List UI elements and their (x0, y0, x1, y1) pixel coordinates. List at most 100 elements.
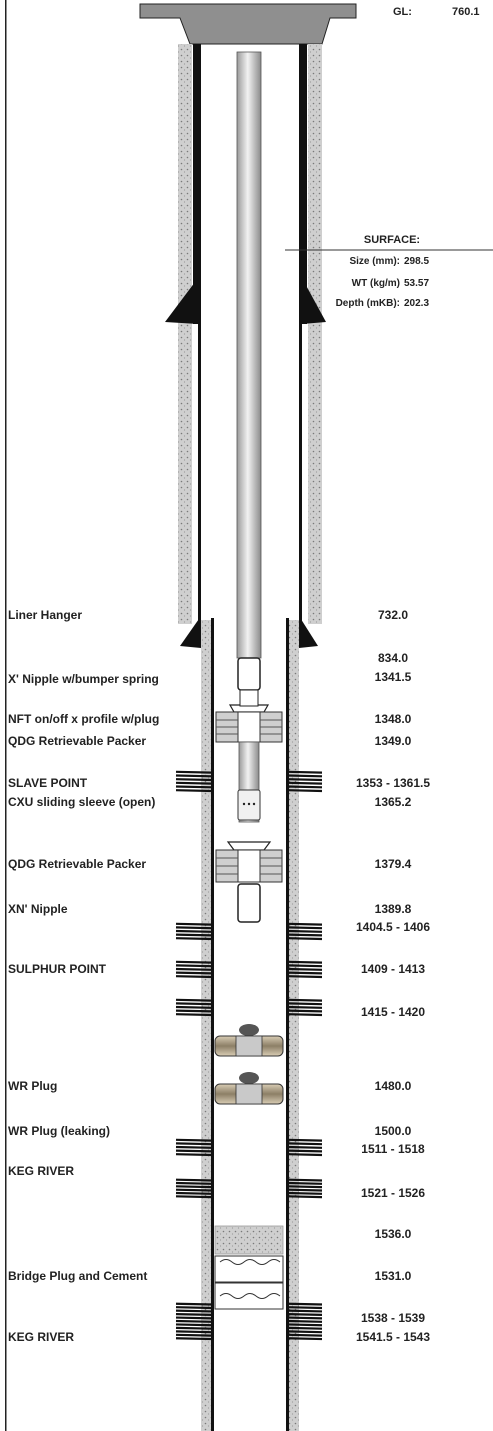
x-nipple (237, 657, 261, 691)
perforations (175, 770, 323, 1341)
perforation-shot (175, 781, 213, 785)
cxu-sliding-sleeve (237, 789, 261, 821)
component-depth: 1365.2 (374, 795, 412, 809)
perforation-shot (175, 778, 213, 782)
nft-body (239, 689, 259, 707)
component-label: CXU sliding sleeve (open) (8, 795, 156, 809)
surface-size-row: Size (mm):298.5 (322, 256, 429, 267)
perforation-shot (175, 967, 213, 971)
perforation-shot (175, 1013, 213, 1017)
component-depth: 1409 - 1413 (360, 962, 426, 976)
perforation-shot (175, 1191, 213, 1195)
surface-title: SURFACE: (363, 234, 421, 246)
perforation-shot (287, 929, 323, 933)
perforation-shot (287, 975, 323, 979)
component-label: WR Plug (8, 1079, 58, 1093)
perforation-shot (287, 1309, 323, 1313)
liner-left (211, 618, 214, 1431)
component-depth: 1538 - 1539 (360, 1311, 426, 1325)
component-label: X' Nipple w/bumper spring (8, 672, 159, 686)
perforation-shot (175, 1188, 213, 1192)
perforation-shot (175, 1337, 213, 1341)
component-depth: 1349.0 (374, 734, 412, 748)
perforation-shot (175, 922, 213, 926)
component-label: SULPHUR POINT (8, 962, 107, 976)
surface-cement-right (308, 44, 322, 624)
surface-shoe-right (302, 278, 326, 324)
surface-depth-value: 202.3 (404, 298, 430, 309)
perforation-shot (287, 1191, 323, 1195)
perforation-shot (175, 1181, 213, 1185)
surface-wt-value: 53.57 (404, 278, 430, 289)
prod-casing-left (198, 44, 201, 644)
perforation-shot (287, 1002, 323, 1006)
perforation-shot (175, 964, 213, 968)
perforation-shot (175, 1185, 213, 1189)
perforation-shot (287, 1337, 323, 1341)
perforation-shot (287, 1178, 323, 1182)
component-depth: 1480.0 (374, 1079, 412, 1093)
perforation-shot (175, 960, 213, 964)
perforation-shot (175, 1002, 213, 1006)
surface-cement-left (178, 44, 192, 624)
perforation-shot (175, 1323, 213, 1327)
perforation-shot (175, 1138, 213, 1142)
component-label: WR Plug (leaking) (8, 1124, 110, 1138)
perforation-shot (175, 975, 213, 979)
perforation-shot (287, 1149, 323, 1153)
component-depth: 834.0 (377, 651, 409, 665)
liner-right (286, 618, 289, 1431)
perforation-shot (175, 1149, 213, 1153)
component-label: SLAVE POINT (8, 776, 88, 790)
perforation-shot (175, 998, 213, 1002)
perforation-shot (287, 1188, 323, 1192)
perforation-shot (175, 971, 213, 975)
perforation-shot (175, 929, 213, 933)
wr-plug-1 (214, 1024, 284, 1057)
surface-size-value: 298.5 (404, 256, 430, 267)
component-depth: 1521 - 1526 (360, 1186, 426, 1200)
component-depth: 1415 - 1420 (360, 1005, 426, 1019)
perforation-shot (175, 1333, 213, 1337)
perforation-shot (287, 1185, 323, 1189)
perforation-shot (175, 1326, 213, 1330)
perforation-shot (175, 1145, 213, 1149)
surface-casing-right (302, 44, 307, 324)
perforation-shot (287, 1009, 323, 1013)
perforation-shot (175, 926, 213, 930)
component-depth: 732.0 (377, 608, 409, 622)
tubing-string (236, 51, 262, 659)
perforation-shot (175, 937, 213, 941)
component-label: Bridge Plug and Cement (8, 1269, 148, 1283)
perforation-shot (287, 922, 323, 926)
perforation-shot (287, 789, 323, 793)
perforation-shot (175, 789, 213, 793)
perforation-shot (175, 1005, 213, 1009)
component-depth: 1541.5 - 1543 (355, 1330, 431, 1344)
surface-wt-label: WT (kg/m) (351, 278, 400, 289)
perforation-shot (287, 937, 323, 941)
perforation-shot (287, 967, 323, 971)
perforation-shot (287, 1142, 323, 1146)
component-depth: 1536.0 (374, 1227, 412, 1241)
perforation-shot (175, 1316, 213, 1320)
perforation-shot (287, 785, 323, 789)
surface-depth-label: Depth (mKB): (335, 298, 400, 309)
perforation-shot (175, 1178, 213, 1182)
perforation-shot (287, 1323, 323, 1327)
component-label: QDG Retrievable Packer (8, 857, 147, 871)
wr-plug-2 (214, 1072, 284, 1105)
qdg-packer-1 (215, 711, 283, 743)
liner-hanger-left (180, 616, 201, 648)
perforation-shot (287, 1312, 323, 1316)
component-depth: 1341.5 (374, 670, 412, 684)
bridge-plug (214, 1255, 284, 1310)
liner-cement-left (201, 620, 211, 1431)
perforation-shot (287, 1330, 323, 1334)
perforation-shot (175, 1330, 213, 1334)
liner-cement-right (289, 620, 299, 1431)
perforation-shot (287, 998, 323, 1002)
perforation-shot (287, 1013, 323, 1017)
perforation-shot (287, 1306, 323, 1310)
liner-hanger-right (299, 616, 318, 648)
